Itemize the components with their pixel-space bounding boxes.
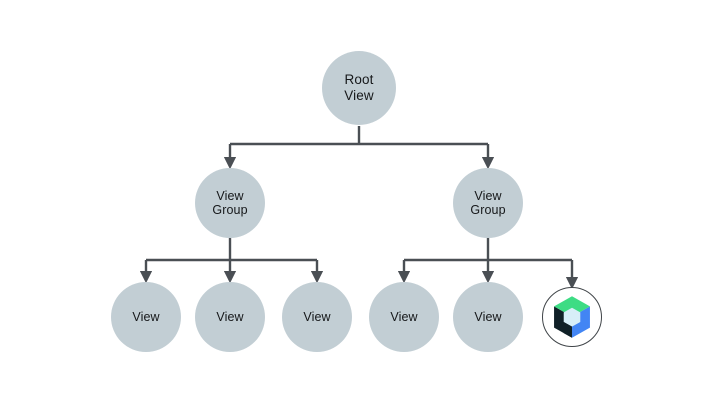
node-view-group-right-label: View Group [470,188,506,218]
jetpack-compose-logo-icon [549,294,595,340]
node-view-2[interactable]: View [195,282,265,352]
node-view-1-label: View [132,309,160,324]
node-view-3-label: View [303,309,331,324]
node-compose[interactable] [542,287,602,347]
node-view-5[interactable]: View [453,282,523,352]
node-view-2-label: View [216,309,244,324]
node-view-5-label: View [474,309,502,324]
node-view-4-label: View [390,309,418,324]
node-view-1[interactable]: View [111,282,181,352]
node-view-group-left[interactable]: View Group [195,168,265,238]
node-root-view[interactable]: Root View [322,51,396,125]
node-view-3[interactable]: View [282,282,352,352]
jetpack-compose-logo-svg [554,296,590,338]
node-root-view-label: Root View [344,72,374,103]
node-view-4[interactable]: View [369,282,439,352]
node-view-group-right[interactable]: View Group [453,168,523,238]
node-view-group-left-label: View Group [212,188,248,218]
